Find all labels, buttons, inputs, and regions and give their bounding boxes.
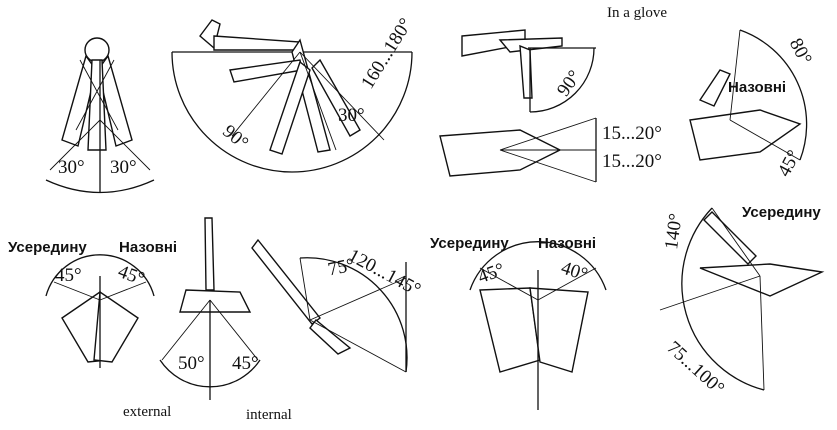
finger-spread-sketch bbox=[440, 118, 596, 182]
angle-15-20-top: 15...20° bbox=[602, 124, 662, 143]
angle-140: 140° bbox=[662, 212, 686, 250]
angle-45-foot-left: 45° bbox=[55, 266, 82, 285]
angle-15-20-bottom: 15...20° bbox=[602, 152, 662, 171]
inward-label-palm: Усередину bbox=[430, 236, 509, 251]
hip-flexion-sketch bbox=[172, 20, 412, 172]
angle-30-left: 30° bbox=[58, 158, 85, 177]
angle-30-right: 30° bbox=[110, 158, 137, 177]
external-caption: external bbox=[123, 405, 171, 420]
inward-label-foot: Усередину bbox=[8, 240, 87, 255]
internal-caption: internal bbox=[246, 408, 292, 423]
angle-30-leg: 30° bbox=[338, 106, 365, 125]
angle-45-ankle: 45° bbox=[232, 354, 259, 373]
outward-label-wrist: Назовні bbox=[728, 80, 786, 95]
outward-label-palm: Назовні bbox=[538, 236, 596, 251]
inward-label-wrist: Усередину bbox=[742, 205, 821, 220]
glove-caption: In a glove bbox=[607, 6, 667, 21]
outward-label-foot: Назовні bbox=[119, 240, 177, 255]
angle-50-ankle: 50° bbox=[178, 354, 205, 373]
